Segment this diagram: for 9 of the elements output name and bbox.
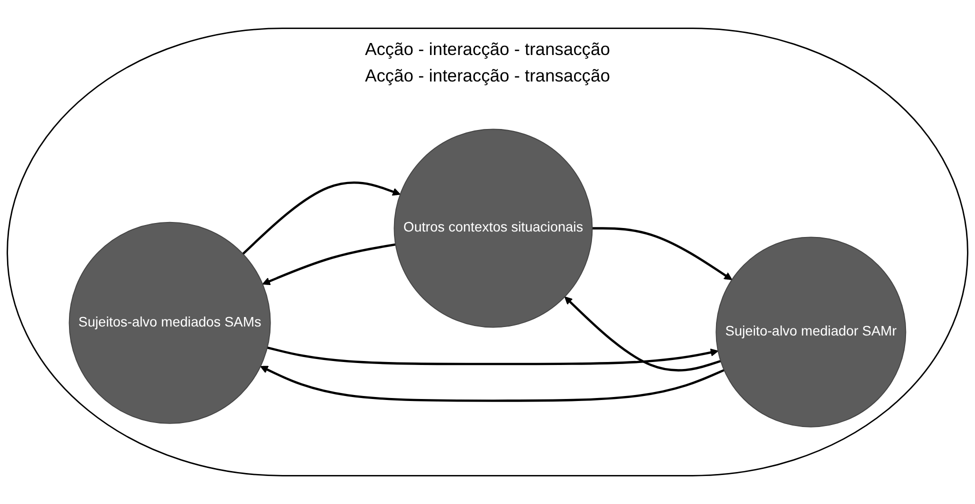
arrow: [592, 227, 732, 280]
arrow: [262, 243, 396, 286]
arrow: [564, 296, 721, 372]
arrow: [242, 181, 401, 255]
arrow: [260, 366, 725, 402]
node-circle: Sujeito-alvo mediador SAMr: [716, 236, 906, 428]
arrow: [267, 346, 718, 366]
node-circle: Sujeitos-alvo mediados SAMs: [68, 222, 271, 424]
node-circle: Outros contextos situacionais: [394, 128, 593, 328]
